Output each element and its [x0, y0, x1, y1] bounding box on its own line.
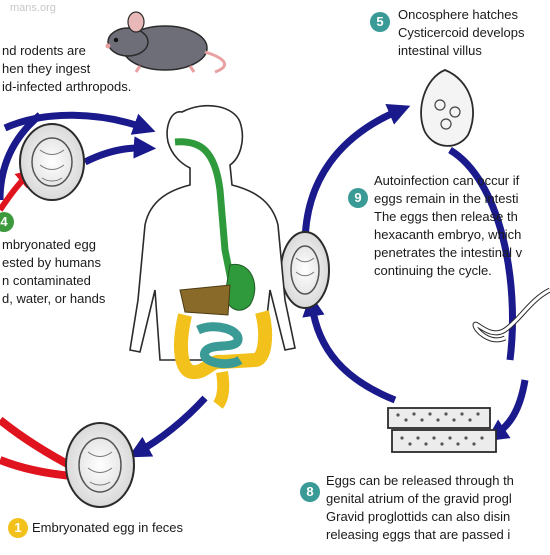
- human-body-illustration: [129, 104, 296, 409]
- step-8-text-line-1: Eggs can be released through th: [326, 473, 514, 488]
- small-intestine: [196, 322, 243, 369]
- step-5-text-line-1: Oncosphere hatches: [398, 7, 518, 22]
- liver: [179, 284, 231, 316]
- step-4-text-line-4: d, water, or hands: [2, 291, 106, 306]
- cysticercoid-illustration: [420, 69, 474, 147]
- arrow-human-to-feces: [128, 395, 208, 458]
- step-4-text-line-3: n contaminated: [2, 273, 91, 288]
- proglottid-illustration: [387, 407, 497, 453]
- step-4-text-line-1: mbryonated egg: [2, 237, 96, 252]
- step-5-text-line-2: Cysticercoid develops: [398, 25, 525, 40]
- step-9-text-line-1: Autoinfection can occur if: [374, 173, 520, 188]
- cycle-arrows: [0, 103, 529, 458]
- step-4-badge: 4: [0, 212, 14, 232]
- rectum: [213, 371, 230, 409]
- egg-feces: [65, 422, 135, 508]
- step-9-text-line-6: continuing the cycle.: [374, 263, 492, 278]
- rodent-text-line-1: nd rodents are: [2, 43, 86, 58]
- arrow-autoinfection: [302, 293, 397, 404]
- step-8-text-line-3: Gravid proglottids can also disin: [326, 509, 511, 524]
- egg-upper-left: [19, 123, 85, 201]
- rodent-text-line-2: hen they ingest: [2, 61, 91, 76]
- rodent-text-line-3: id-infected arthropods.: [2, 79, 132, 94]
- step-9-text-line-3: The eggs then release th: [374, 209, 518, 224]
- adult-worm-illustration: [472, 287, 550, 343]
- step-9-badge: 9: [348, 188, 368, 208]
- arrow-right-up: [301, 103, 411, 246]
- step-4-text-line-2: ested by humans: [2, 255, 102, 270]
- step-8-text-line-2: genital atrium of the gravid progl: [326, 491, 512, 506]
- colon: [174, 310, 273, 380]
- arrow-villus-around: [448, 147, 516, 361]
- red-arrow-lower: [0, 456, 73, 480]
- arrow-egg-to-human: [83, 136, 157, 166]
- step-5-text-line-3: intestinal villus: [398, 43, 482, 58]
- watermark: mans.org: [10, 2, 56, 14]
- step-8-text-line-4: releasing eggs that are passed i: [326, 527, 511, 542]
- arrow-left-loop: [0, 112, 43, 201]
- rat-illustration: [105, 11, 227, 74]
- step-1-text: Embryonated egg in feces: [32, 520, 184, 535]
- arrow-rodent-to-human: [3, 111, 156, 135]
- step-5-badge: 5: [370, 12, 390, 32]
- arrow-right-down: [485, 379, 529, 442]
- egg-body: [280, 231, 330, 309]
- esophagus: [174, 138, 239, 301]
- step-9-text-line-4: hexacanth embryo, which: [374, 227, 522, 242]
- step-9-text-line-5: penetrates the intestinal v: [374, 245, 523, 260]
- step-1-badge: 1: [8, 518, 28, 538]
- step-9-text-line-2: eggs remain in the intesti: [374, 191, 519, 206]
- step-8-badge: 8: [300, 482, 320, 502]
